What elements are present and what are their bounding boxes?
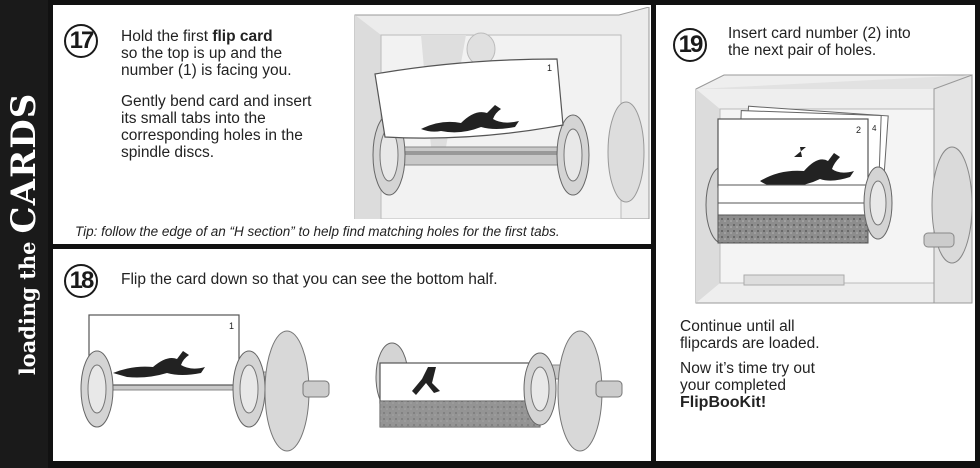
step-17-illustration: 1 bbox=[354, 7, 650, 219]
step-19-illustration: 4 3 2 bbox=[695, 74, 973, 304]
sidebar-prefix: loading the bbox=[15, 241, 40, 376]
step-17-para2-line4: spindle discs. bbox=[121, 144, 215, 161]
step-18-text: Flip the card down so that you can see t… bbox=[121, 271, 498, 288]
step-17-line1: Hold the first bbox=[121, 28, 213, 45]
step-17-tip: Tip: follow the edge of an “H section” t… bbox=[75, 224, 560, 239]
step-19-card-number-2: 2 bbox=[856, 125, 861, 135]
step-19-line1: Insert card number (2) into bbox=[728, 25, 911, 42]
step-18-panel: 18 Flip the card down so that you can se… bbox=[53, 249, 651, 461]
step-19-panel: 19 Insert card number (2) into the next … bbox=[656, 5, 975, 461]
step-17-para2-line2: its small tabs into the bbox=[121, 110, 266, 127]
step-18-number: 18 bbox=[64, 264, 98, 298]
step-19-now-line1: Now it’s time try out bbox=[680, 360, 815, 377]
step-19-line2: the next pair of holes. bbox=[728, 42, 877, 59]
step-19-number: 19 bbox=[673, 28, 707, 62]
step-17-line2: so the top is up and the bbox=[121, 45, 283, 62]
step-17-para2-line3: corresponding holes in the bbox=[121, 127, 303, 144]
step-17-flip-card: flip card bbox=[212, 28, 273, 45]
step-18-illustration-right bbox=[375, 330, 623, 452]
step-17-instructions: Hold the first flip card so the top is u… bbox=[121, 28, 311, 161]
sidebar: loading the CARDS bbox=[0, 0, 48, 468]
sidebar-title: loading the CARDS bbox=[4, 93, 44, 376]
step-17-number: 17 bbox=[64, 24, 98, 58]
sidebar-heading: CARDS bbox=[4, 92, 44, 234]
step-17-card-number: 1 bbox=[547, 63, 552, 73]
step-18-card-number: 1 bbox=[229, 321, 234, 331]
step-19-continue-line2: flipcards are loaded. bbox=[680, 335, 820, 352]
step-17-line3: number (1) is facing you. bbox=[121, 62, 292, 79]
step-17-panel: 17 Hold the first flip card so the top i… bbox=[53, 5, 651, 244]
step-19-continue: Continue until all flipcards are loaded.… bbox=[680, 318, 820, 411]
step-19-now-line2: your completed bbox=[680, 377, 786, 394]
step-19-card-number-4: 4 bbox=[872, 124, 877, 133]
step-17-para2-line1: Gently bend card and insert bbox=[121, 93, 312, 110]
step-18-illustration-left: 1 bbox=[80, 314, 330, 452]
step-19-brand: FlipBooKit! bbox=[680, 394, 767, 411]
step-19-instructions: Insert card number (2) into the next pai… bbox=[728, 25, 911, 59]
step-19-continue-line1: Continue until all bbox=[680, 318, 795, 335]
